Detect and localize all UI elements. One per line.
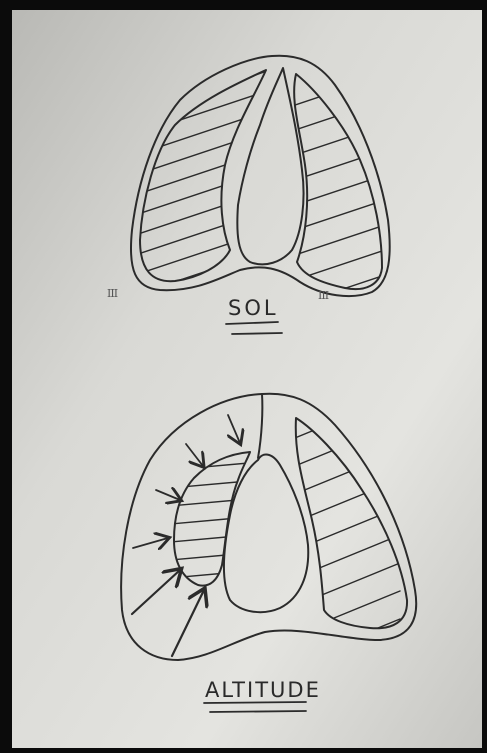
sol-label: SOL [228, 296, 279, 320]
altitude-underline-1 [204, 702, 306, 703]
altitude-underline-2 [210, 711, 306, 712]
altitude-label: ALTITUDE [205, 678, 321, 702]
mark-right: III [318, 289, 328, 302]
mark-left: III [107, 287, 117, 300]
sol-underline-2 [232, 333, 282, 334]
